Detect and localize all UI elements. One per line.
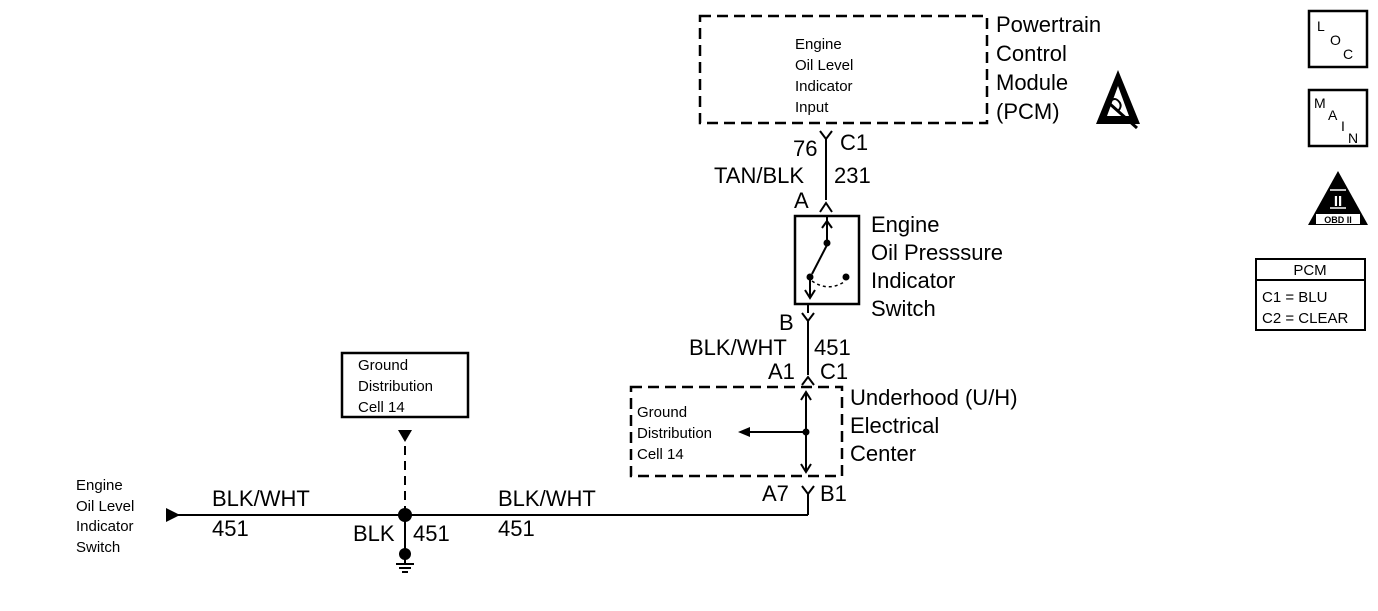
ground-ref-arrow-icon — [398, 430, 412, 442]
switch-name-label: Engine Oil Presssure Indicator Switch — [871, 212, 1003, 321]
switch-terminal-b-label: B — [779, 310, 794, 335]
uh-top-connector: C1 — [820, 359, 848, 384]
switch-terminal-b-symbol — [801, 304, 815, 323]
svg-text:O: O — [1330, 32, 1341, 48]
wire-mid-circuit: 451 — [814, 335, 851, 360]
svg-text:Engine: Engine — [76, 477, 123, 494]
pcm-connector-symbol — [819, 130, 833, 148]
splice-wire-color: BLK — [353, 521, 395, 546]
svg-text:II: II — [1334, 193, 1342, 210]
pcm-table-header: PCM — [1293, 262, 1326, 279]
switch-terminal-a-symbol — [819, 201, 833, 213]
uh-center-dashed-box — [629, 385, 844, 478]
svg-text:Indicator: Indicator — [871, 268, 955, 293]
svg-text:Distribution: Distribution — [358, 378, 433, 395]
uh-top-connector-symbol — [801, 375, 815, 386]
svg-text:I: I — [1341, 118, 1345, 134]
ground-distribution-box — [340, 351, 470, 419]
esd-warning-icon — [1096, 70, 1140, 130]
svg-text:Oil Level: Oil Level — [795, 57, 853, 74]
svg-text:Ground: Ground — [358, 357, 408, 374]
wire-bottom-left-color: BLK/WHT — [212, 486, 310, 511]
svg-text:N: N — [1348, 130, 1358, 146]
pcm-connector-table: PCM C1 = BLU C2 = CLEAR — [1255, 258, 1366, 331]
svg-text:Center: Center — [850, 441, 916, 466]
svg-text:Cell 14: Cell 14 — [358, 399, 405, 416]
svg-text:L: L — [1317, 18, 1325, 34]
svg-text:Input: Input — [795, 99, 829, 116]
svg-text:M: M — [1314, 95, 1326, 111]
svg-text:Control: Control — [996, 41, 1067, 66]
wire-bottom-right-color: BLK/WHT — [498, 486, 596, 511]
svg-text:OBD II: OBD II — [1324, 215, 1352, 225]
svg-text:(PCM): (PCM) — [996, 99, 1060, 124]
oil-pressure-switch-symbol — [793, 214, 861, 306]
svg-text:Underhood (U/H): Underhood (U/H) — [850, 385, 1018, 410]
ground-icon — [396, 548, 414, 573]
left-component-label: Engine Oil Level Indicator Switch — [76, 477, 134, 556]
svg-text:Engine: Engine — [795, 36, 842, 53]
loc-icon[interactable]: L O C — [1307, 9, 1369, 69]
svg-text:Module: Module — [996, 70, 1068, 95]
uh-ground-ref-label: Ground Distribution Cell 14 — [637, 404, 712, 463]
svg-text:Engine: Engine — [871, 212, 940, 237]
svg-text:Electrical: Electrical — [850, 413, 939, 438]
pcm-dashed-box — [698, 14, 989, 125]
uh-bottom-connector-symbol — [801, 485, 815, 515]
pcm-input-label: Engine Oil Level Indicator Input — [795, 36, 853, 116]
svg-text:Oil Presssure: Oil Presssure — [871, 240, 1003, 265]
uh-bottom-pin: A7 — [762, 481, 789, 506]
wire-top-color: TAN/BLK — [714, 163, 804, 188]
pcm-table-row: C1 = BLU — [1262, 289, 1327, 306]
wire-top-circuit: 231 — [834, 163, 871, 188]
main-icon[interactable]: M A I N — [1307, 88, 1369, 148]
wire-bottom-right-circuit: 451 — [498, 516, 535, 541]
svg-text:A: A — [1328, 107, 1338, 123]
obd-ii-icon[interactable]: II OBD II — [1308, 171, 1368, 225]
uh-bottom-connector: B1 — [820, 481, 847, 506]
uh-internal-bus — [738, 390, 812, 474]
svg-text:Switch: Switch — [871, 296, 936, 321]
pcm-pin-label: 76 — [793, 136, 817, 161]
svg-text:Indicator: Indicator — [795, 78, 853, 95]
svg-text:Cell 14: Cell 14 — [637, 446, 684, 463]
pcm-table-row: C2 = CLEAR — [1262, 310, 1348, 327]
wire-mid-color: BLK/WHT — [689, 335, 787, 360]
svg-text:Indicator: Indicator — [76, 518, 134, 535]
pcm-connector-label: C1 — [840, 130, 868, 155]
splice-wire-circuit: 451 — [413, 521, 450, 546]
wire-bottom-left-circuit: 451 — [212, 516, 249, 541]
pcm-name-label: Powertrain Control Module (PCM) — [996, 12, 1101, 124]
uh-top-pin: A1 — [768, 359, 795, 384]
svg-text:C: C — [1343, 46, 1353, 62]
uh-center-name-label: Underhood (U/H) Electrical Center — [850, 385, 1018, 466]
svg-text:Ground: Ground — [637, 404, 687, 421]
svg-text:Distribution: Distribution — [637, 425, 712, 442]
svg-text:Oil Level: Oil Level — [76, 498, 134, 515]
switch-terminal-a-label: A — [794, 188, 809, 213]
ground-distribution-label: Ground Distribution Cell 14 — [358, 357, 433, 416]
left-component-arrow-icon — [166, 508, 180, 522]
svg-text:Switch: Switch — [76, 539, 120, 556]
svg-text:Powertrain: Powertrain — [996, 12, 1101, 37]
